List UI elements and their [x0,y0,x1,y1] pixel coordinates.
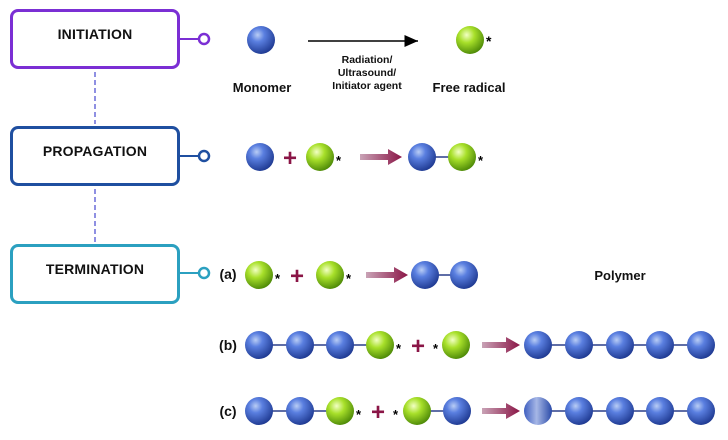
radical-sphere [306,143,334,171]
reaction-arrow [482,403,520,419]
monomer-sphere [450,261,478,289]
monomer-sphere [286,331,314,359]
row-label-b: (b) [219,337,237,353]
radical-sphere [316,261,344,289]
reaction-arrow [360,149,402,165]
monomer-sphere [246,143,274,171]
monomer-sphere [687,331,715,359]
plus-sign: + [411,333,425,360]
monomer-sphere [443,397,471,425]
row-label-c: (c) [219,403,237,419]
arrow-label: Radiation/ Ultrasound/ Initiator agent [312,54,422,93]
initiation-label: INITIATION [57,26,133,42]
mixed-sphere [524,397,552,425]
monomer-sphere [646,397,674,425]
monomer-sphere [245,331,273,359]
monomer-sphere [687,397,715,425]
plus-sign: + [283,145,297,172]
reaction-arrow [366,267,408,283]
radical-mark: * [486,33,492,49]
polymer-label: Polymer [594,268,646,283]
radical-sphere [448,143,476,171]
monomer-sphere [646,331,674,359]
plus-sign: + [371,399,385,426]
monomer-sphere [565,397,593,425]
propagation-label: PROPAGATION [42,143,148,159]
radical-sphere [245,261,273,289]
termination-connector-dot [180,266,211,280]
radical-sphere [326,397,354,425]
monomer-sphere [524,331,552,359]
radical-mark: * [433,341,439,356]
radical-mark: * [336,153,342,168]
monomer-sphere [606,397,634,425]
monomer-sphere [245,397,273,425]
initiation-box: INITIATION [10,9,180,69]
initiation-connector-dot [180,32,211,46]
monomer-sphere [411,261,439,289]
radical-mark: * [478,153,484,168]
plus-sign: + [290,263,304,290]
radical-mark: * [346,271,352,286]
reaction-arrow [482,337,520,353]
radical-mark: * [396,341,402,356]
free-radical-sphere [456,26,484,54]
propagation-connector-dot [180,149,211,163]
monomer-sphere [247,26,275,54]
radical-sphere [366,331,394,359]
propagation-box: PROPAGATION [10,126,180,186]
radical-sphere [403,397,431,425]
monomer-sphere [565,331,593,359]
radical-mark: * [393,407,399,422]
monomer-sphere [408,143,436,171]
monomer-label: Monomer [232,80,292,95]
monomer-sphere [286,397,314,425]
monomer-sphere [606,331,634,359]
monomer-sphere [326,331,354,359]
termination-label: TERMINATION [45,261,145,277]
free-radical-label: Free radical [432,80,506,95]
radical-mark: * [356,407,362,422]
termination-box: TERMINATION [10,244,180,304]
radical-mark: * [275,271,281,286]
radical-sphere [442,331,470,359]
arrow-label-line-1: Radiation/ [341,54,393,66]
arrow-label-line-2: Ultrasound/ [337,67,397,79]
arrow-label-line-3: Initiator agent [332,80,402,92]
row-label-a: (a) [219,266,237,282]
